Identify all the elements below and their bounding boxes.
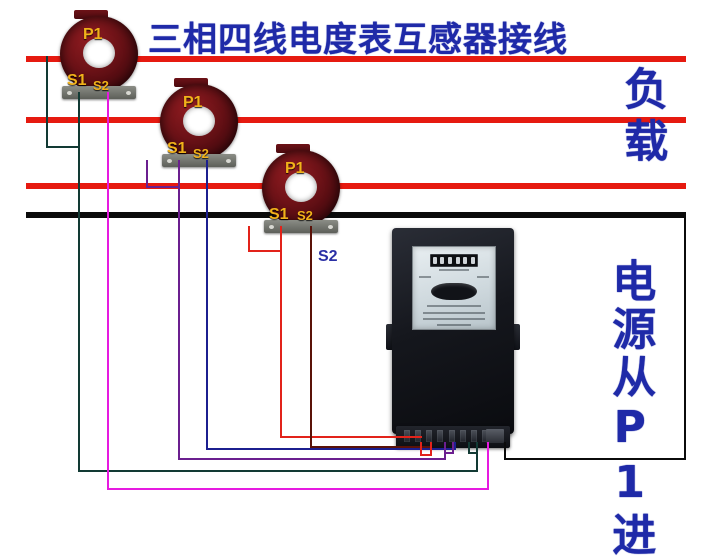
meter-face-text-line-1	[439, 269, 469, 271]
wire-ct-b-s2-bottom	[206, 448, 456, 450]
wire-ct-b-jumper-left	[146, 160, 148, 188]
wire-meter-terminal-loop-teal-bottom	[468, 452, 478, 454]
meter-rotating-disc	[431, 283, 477, 300]
wire-ct-a-s2-bottom	[107, 488, 489, 490]
s2-annotation: S2	[318, 248, 338, 265]
ct-c-primary-lug	[276, 144, 310, 153]
ct-b-window	[183, 106, 215, 136]
wire-ct-a-jumper-left	[46, 56, 48, 148]
wire-ct-b-s1-bottom	[178, 458, 446, 460]
ct-a-primary-lug	[74, 10, 108, 19]
page-title: 三相四线电度表互感器接线	[148, 20, 568, 60]
meter-housing	[392, 228, 514, 434]
ct-c-mounting-foot	[264, 220, 338, 233]
wire-meter-terminal-loop-purple-right	[452, 442, 454, 454]
wire-ct-a-s1-to-meter	[476, 442, 478, 472]
wire-ct-a-jumper-bottom	[46, 146, 78, 148]
meter-right-ear	[512, 324, 520, 350]
current-transformer-c: P1 S1 S2	[254, 144, 348, 238]
ct-a-s2-label: S2	[93, 78, 109, 93]
wire-ct-a-s1-bottom	[78, 470, 478, 472]
source-caption: 电源从P1进	[604, 258, 656, 560]
wire-ct-c-s2-vertical	[310, 226, 312, 448]
wire-ct-b-s1-vertical	[178, 160, 180, 460]
wire-meter-terminal-loop-red-left	[420, 442, 422, 456]
meter-face-text-line-2	[419, 276, 431, 278]
meter-face-text-line-3	[477, 276, 489, 278]
meter-register-display	[430, 254, 478, 267]
neutral-bus-line	[26, 212, 686, 218]
ct-a-s1-label: S1	[67, 72, 87, 89]
phase-a-bus-line	[26, 56, 686, 62]
wire-ct-a-s2-to-meter	[487, 442, 489, 490]
current-transformer-b: P1 S1 S2	[152, 78, 246, 172]
ct-c-s1-label: S1	[269, 206, 289, 223]
meter-faceplate	[412, 246, 496, 330]
wire-ct-b-s2-to-meter	[454, 442, 456, 450]
wire-meter-terminal-loop-red-bottom	[420, 454, 432, 456]
wiring-diagram-canvas: 三相四线电度表互感器接线 P1 S1 S2 P1 S1 S2 P1 S1 S2 …	[26, 10, 686, 560]
phase-b-bus-line	[26, 117, 686, 123]
wire-meter-terminal-loop-purple-left	[444, 442, 446, 454]
wire-ct-c-s2-bottom	[310, 446, 432, 448]
wire-meter-neutral-vertical	[504, 442, 506, 460]
watt-hour-meter	[386, 228, 520, 452]
wire-ct-c-s1-vertical	[280, 226, 282, 438]
ct-c-window	[285, 172, 317, 202]
wire-meter-terminal-loop-teal-left	[468, 442, 470, 454]
ct-c-s2-label: S2	[297, 208, 313, 223]
meter-face-brand-line	[437, 324, 471, 326]
phase-c-bus-line	[26, 183, 686, 189]
wire-meter-neutral-horizontal	[504, 458, 686, 460]
meter-face-text-line-5	[423, 312, 485, 314]
ct-b-mounting-foot	[162, 154, 236, 167]
wire-ct-c-jumper	[248, 250, 280, 252]
ct-a-p1-label: P1	[83, 26, 103, 43]
wire-meter-neutral-riser	[684, 214, 686, 460]
wire-meter-terminal-loop-teal-right	[476, 442, 478, 454]
ct-b-s1-label: S1	[167, 140, 187, 157]
wire-ct-a-s1-vertical	[78, 92, 80, 472]
wire-ct-b-s2-vertical	[206, 160, 208, 450]
meter-terminal-cover	[486, 429, 504, 443]
meter-face-text-line-4	[427, 305, 481, 307]
wire-meter-terminal-loop-red-right	[430, 442, 432, 456]
meter-left-ear	[386, 324, 394, 350]
meter-face-text-line-6	[423, 318, 485, 320]
wire-ct-a-s2-vertical	[107, 92, 109, 490]
ct-b-primary-lug	[174, 78, 208, 87]
wire-ct-c-jumper-left	[248, 226, 250, 252]
ct-b-p1-label: P1	[183, 94, 203, 111]
ct-c-p1-label: P1	[285, 160, 305, 177]
wire-meter-terminal-loop-purple-bottom	[444, 452, 454, 454]
ct-a-mounting-foot	[62, 86, 136, 99]
wire-ct-b-jumper	[146, 186, 178, 188]
ct-a-window	[83, 38, 115, 68]
ct-b-s2-label: S2	[193, 146, 209, 161]
current-transformer-a: P1 S1 S2	[52, 10, 146, 104]
wire-ct-c-s1-bottom	[280, 436, 422, 438]
load-caption: 负载	[616, 66, 668, 170]
